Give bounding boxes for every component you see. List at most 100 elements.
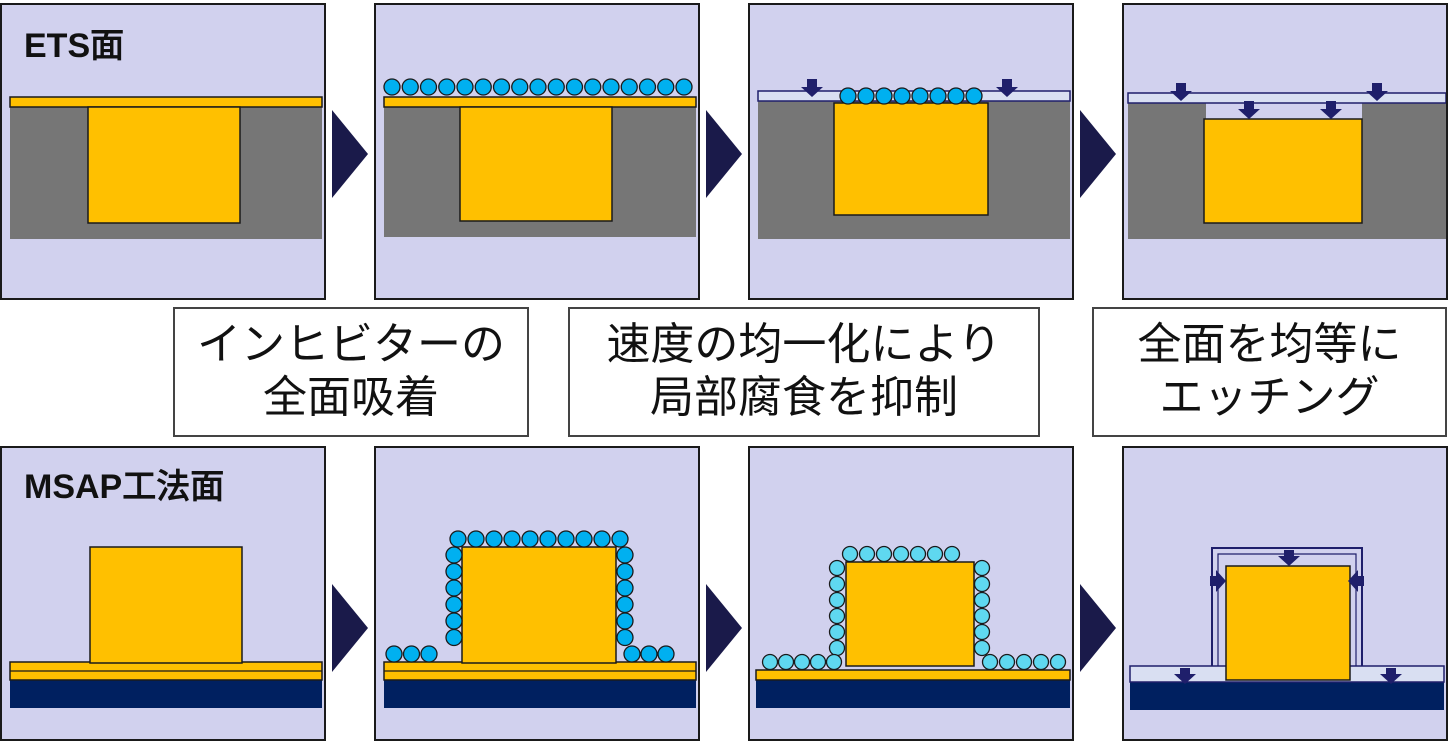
inhibitor-bead xyxy=(474,78,492,96)
inhibitor-bead xyxy=(657,645,675,663)
msap-label: MSAP工法面 xyxy=(24,468,225,506)
copper-pattern xyxy=(833,102,989,216)
inhibitor-bead xyxy=(616,612,634,630)
inhibitor-bead xyxy=(492,78,511,96)
caption-line: エッチング xyxy=(1159,372,1380,423)
inhibitor-bead xyxy=(385,645,403,663)
etch-arrow-icon xyxy=(1174,668,1196,684)
inhibitor-bead xyxy=(593,530,611,548)
etch-arrow-icon xyxy=(1210,570,1226,592)
etch-arrow-icon xyxy=(1380,668,1402,684)
inhibitor-bead xyxy=(965,87,983,105)
inhibitor-bead xyxy=(623,645,641,663)
substrate xyxy=(384,680,696,708)
inhibitor-bead xyxy=(973,639,991,657)
inhibitor-bead xyxy=(616,562,634,581)
inhibitor-bead xyxy=(841,545,859,563)
inhibitor-bead xyxy=(445,595,463,614)
msap-step3-diagram xyxy=(755,545,1071,708)
etch-arrow-icon xyxy=(1238,101,1260,119)
inhibitor-bead xyxy=(445,579,463,597)
inhibitor-bead xyxy=(875,545,893,563)
inhibitor-bead xyxy=(943,545,961,563)
ets-step3-diagram xyxy=(757,79,1071,239)
copper-pattern xyxy=(461,546,617,664)
inhibitor-bead xyxy=(456,78,474,96)
inhibitor-bead xyxy=(521,530,539,548)
inhibitor-bead xyxy=(926,545,944,563)
inhibitor-bead xyxy=(1015,653,1033,671)
inhibitor-bead xyxy=(828,559,846,577)
inhibitor-bead xyxy=(973,559,991,577)
inhibitor-bead xyxy=(401,78,419,96)
inhibitor-bead xyxy=(529,78,547,96)
inhibitor-bead xyxy=(858,545,876,563)
ets-panel-4 xyxy=(1122,3,1448,300)
inhibitor-bead xyxy=(539,530,557,548)
inhibitor-bead xyxy=(761,653,779,671)
inhibitor-bead xyxy=(616,628,634,647)
caption-line: 全面吸着 xyxy=(263,372,439,423)
inhibitor-bead xyxy=(445,612,463,630)
copper-pattern xyxy=(459,106,613,222)
inhibitor-bead xyxy=(973,623,991,641)
inhibitor-bead xyxy=(640,645,658,663)
substrate xyxy=(10,680,322,708)
inhibitor-bead xyxy=(511,78,529,96)
inhibitor-bead xyxy=(825,653,843,671)
msap-panel-4 xyxy=(1122,446,1448,741)
inhibitor-bead xyxy=(584,78,602,96)
inhibitor-bead xyxy=(503,530,521,548)
ets-panel-1: ETS面 xyxy=(0,3,326,300)
ets-step1-diagram xyxy=(9,96,323,239)
inhibitor-bead xyxy=(857,87,875,105)
inhibitor-bead xyxy=(947,87,965,105)
inhibitor-bead xyxy=(909,545,927,563)
inhibitor-bead xyxy=(892,545,910,563)
step-arrow-icon xyxy=(1080,584,1116,672)
inhibitor-bead xyxy=(420,645,438,663)
step-arrow-icon xyxy=(332,110,368,198)
ets-label: ETS面 xyxy=(24,27,125,65)
inhibitor-bead xyxy=(485,530,503,548)
ets-step2-diagram xyxy=(383,78,697,237)
inhibitor-bead xyxy=(575,530,593,548)
inhibitor-molecules xyxy=(383,78,693,96)
msap-panel-2 xyxy=(374,446,700,741)
inhibitor-bead xyxy=(445,562,463,581)
etch-arrow-icon xyxy=(1278,550,1300,566)
inhibitor-bead xyxy=(616,595,634,614)
inhibitor-bead xyxy=(657,78,675,96)
substrate xyxy=(756,680,1070,708)
inhibitor-bead xyxy=(828,607,846,625)
step-arrow-icon xyxy=(332,584,368,672)
ets-panel-2 xyxy=(374,3,700,300)
inhibitor-bead xyxy=(467,530,485,548)
etchant-outline xyxy=(1211,547,1363,666)
inhibitor-bead xyxy=(875,87,893,105)
msap-step2-diagram xyxy=(383,530,697,708)
inhibitor-bead xyxy=(893,87,911,105)
etch-arrow-icon xyxy=(1320,101,1342,119)
copper-seed-layer xyxy=(383,96,697,108)
msap-step4-diagram xyxy=(1129,547,1445,710)
inhibitor-bead xyxy=(793,653,811,671)
msap-panel-3 xyxy=(748,446,1074,741)
inhibitor-bead xyxy=(839,87,857,105)
copper-pattern xyxy=(1225,565,1351,681)
inhibitor-bead xyxy=(981,653,999,671)
inhibitor-bead xyxy=(973,607,991,625)
inhibitor-bead xyxy=(929,87,947,105)
copper-pattern xyxy=(89,546,243,664)
inhibitor-bead xyxy=(611,530,629,548)
inhibitor-bead xyxy=(445,628,463,647)
etch-arrow-icon xyxy=(996,79,1018,97)
caption-line: 局部腐食を抑制 xyxy=(650,372,958,423)
caption-uniform-speed: 速度の均一化により 局部腐食を抑制 xyxy=(568,307,1040,437)
inhibitor-bead xyxy=(449,530,467,548)
msap-step1-diagram xyxy=(9,546,323,708)
etchant-film xyxy=(1127,92,1446,104)
step-arrow-icon xyxy=(706,584,742,672)
inhibitor-bead xyxy=(616,579,634,597)
caption-line: 速度の均一化により xyxy=(606,319,1002,371)
